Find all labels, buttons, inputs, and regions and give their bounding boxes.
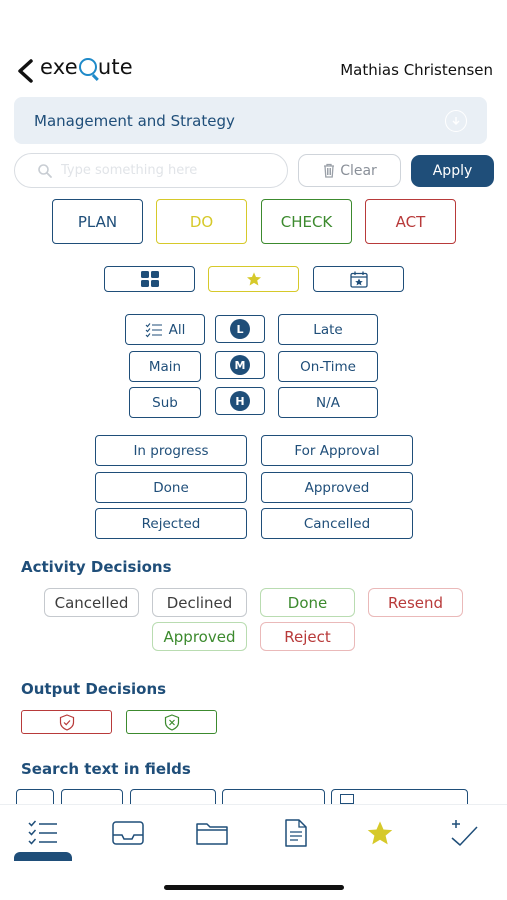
status-cancelled-button[interactable]: Cancelled — [261, 508, 413, 539]
activity-decisions-title: Activity Decisions — [21, 558, 172, 576]
status-done-button[interactable]: Done — [95, 472, 247, 503]
type-main-button[interactable]: Main — [129, 351, 201, 382]
grid-view-button[interactable] — [104, 266, 195, 292]
priority-medium-badge: M — [230, 355, 250, 375]
add-check-icon — [451, 820, 478, 846]
decision-approved-button[interactable]: Approved — [152, 622, 247, 651]
apply-button[interactable]: Apply — [411, 155, 494, 187]
document-icon — [285, 819, 307, 847]
grid-icon — [140, 271, 159, 287]
priority-low-badge: L — [230, 319, 250, 339]
do-filter-button[interactable]: DO — [156, 199, 247, 244]
priority-low-button[interactable]: L — [215, 315, 265, 343]
act-filter-button[interactable]: ACT — [365, 199, 456, 244]
search-field-chip[interactable] — [130, 789, 216, 805]
timing-on-time-button[interactable]: On-Time — [278, 351, 378, 382]
plan-filter-button[interactable]: PLAN — [52, 199, 143, 244]
search-fields-title: Search text in fields — [21, 760, 191, 778]
tab-favorites[interactable] — [360, 817, 400, 849]
tab-add-task[interactable] — [444, 817, 484, 849]
priority-high-badge: H — [230, 391, 250, 411]
timing-na-button[interactable]: N/A — [278, 387, 378, 418]
back-chevron-icon[interactable] — [14, 58, 38, 84]
output-approve-button[interactable] — [126, 710, 217, 734]
search-field-chip[interactable] — [16, 789, 54, 805]
calendar-star-icon — [349, 271, 368, 288]
checklist-icon — [145, 322, 162, 337]
star-icon — [246, 272, 261, 286]
search-field-chip[interactable] — [222, 789, 325, 805]
logo-q-mark — [78, 58, 97, 76]
search-input[interactable] — [61, 163, 261, 178]
decision-cancelled-button[interactable]: Cancelled — [44, 588, 139, 617]
search-field-chip[interactable] — [331, 789, 468, 805]
home-indicator — [164, 885, 344, 890]
status-for-approval-button[interactable]: For Approval — [261, 435, 413, 466]
check-filter-button[interactable]: CHECK — [261, 199, 352, 244]
trash-icon — [324, 163, 335, 178]
star-icon — [367, 821, 393, 845]
tab-tasks[interactable] — [23, 817, 63, 849]
timing-late-button[interactable]: Late — [278, 314, 378, 345]
search-fields-row — [16, 789, 476, 805]
tab-folders[interactable] — [192, 817, 232, 849]
status-approved-button[interactable]: Approved — [261, 472, 413, 503]
shield-x-icon — [164, 713, 179, 731]
chevron-down-circle-icon — [445, 109, 467, 132]
decision-declined-button[interactable]: Declined — [152, 588, 247, 617]
search-box — [14, 153, 288, 188]
type-all-label: All — [168, 321, 186, 338]
clear-button[interactable]: Clear — [298, 154, 401, 187]
search-field-chip[interactable] — [61, 789, 123, 805]
folder-icon — [196, 823, 228, 845]
active-tab-indicator — [14, 852, 72, 861]
favorites-view-button[interactable] — [208, 266, 299, 292]
user-name: Mathias Christensen — [340, 61, 493, 79]
bottom-tab-bar — [0, 804, 507, 864]
type-all-button[interactable]: All — [125, 314, 205, 345]
status-in-progress-button[interactable]: In progress — [95, 435, 247, 466]
shield-check-icon — [59, 713, 74, 731]
output-decisions-title: Output Decisions — [21, 680, 167, 698]
tab-documents[interactable] — [276, 817, 316, 849]
search-icon — [38, 163, 52, 178]
priority-medium-button[interactable]: M — [215, 351, 265, 379]
project-select[interactable]: Management and Strategy — [14, 97, 487, 144]
checklist-icon — [28, 820, 57, 845]
type-sub-button[interactable]: Sub — [129, 387, 201, 418]
inbox-tray-icon — [112, 821, 144, 845]
checkbox-icon — [340, 794, 354, 804]
decision-done-button[interactable]: Done — [260, 588, 355, 617]
clear-button-label: Clear — [340, 162, 377, 179]
project-select-value: Management and Strategy — [34, 111, 235, 130]
decision-resend-button[interactable]: Resend — [368, 588, 463, 617]
status-rejected-button[interactable]: Rejected — [95, 508, 247, 539]
output-reject-button[interactable] — [21, 710, 112, 734]
tab-inbox[interactable] — [108, 817, 148, 849]
priority-high-button[interactable]: H — [215, 387, 265, 415]
calendar-view-button[interactable] — [313, 266, 404, 292]
decision-reject-button[interactable]: Reject — [260, 622, 355, 651]
